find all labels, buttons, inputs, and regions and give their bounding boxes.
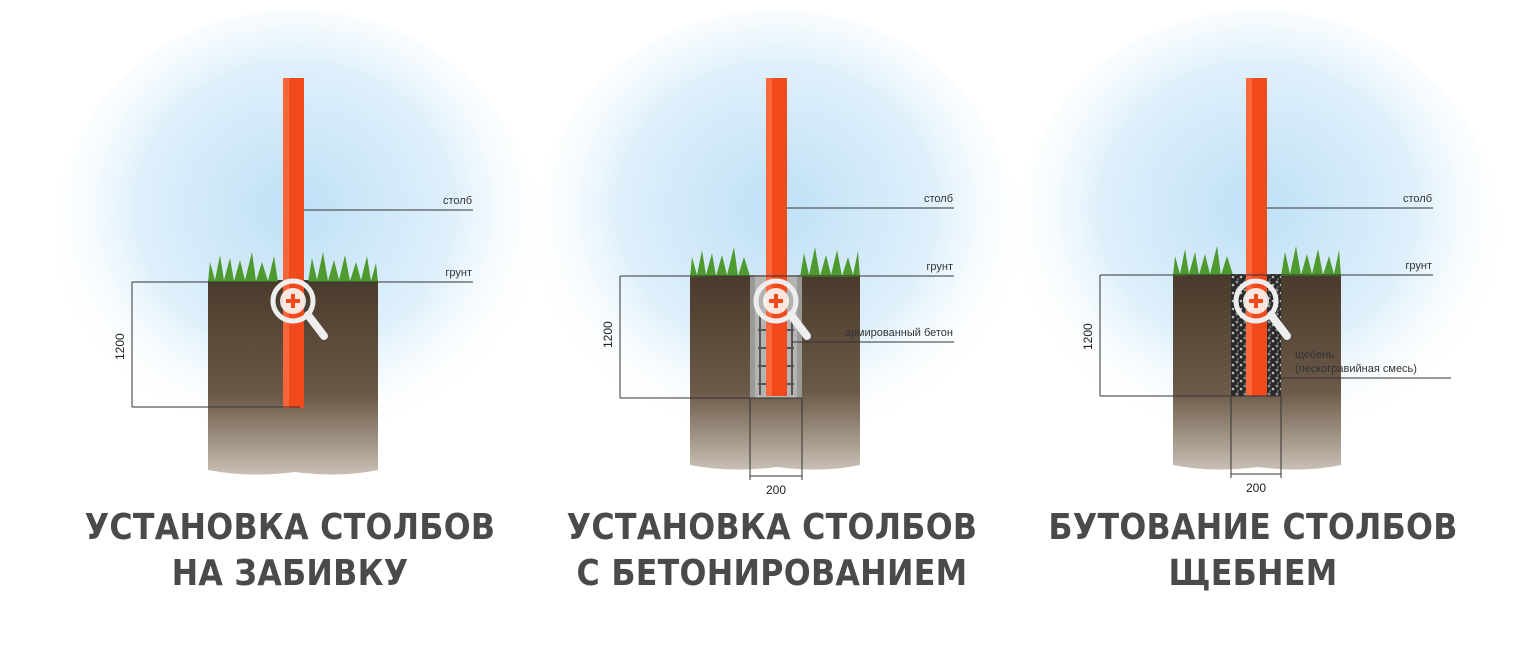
label-post: столб (924, 193, 953, 205)
panel-title: УСТАНОВКА СТОЛБОВ НА ЗАБИВКУ (70, 505, 510, 597)
post-highlight (766, 78, 772, 396)
title-line-1: БУТОВАНИЕ СТОЛБОВ (1048, 507, 1458, 548)
label-ground: грунт (926, 261, 953, 273)
diagram-driving: столб грунт 1200 (55, 10, 535, 475)
label-post: столб (443, 195, 472, 207)
panel-driving: столб грунт 1200 УСТАНОВКА СТОЛБОВ НА ЗА… (40, 0, 540, 652)
diagram-concreting: столб грунт армированный бетон 1200 200 (537, 10, 1017, 497)
panel-title: УСТАНОВКА СТОЛБОВ С БЕТОНИРОВАНИЕМ (552, 505, 992, 597)
title-line-2: С БЕТОНИРОВАНИЕМ (576, 553, 968, 594)
diagram-rubble: столб грунт щебень (пескогравийная смесь… (1018, 10, 1498, 495)
post-highlight (1246, 78, 1252, 396)
label-width: 200 (1246, 481, 1266, 495)
label-ground: грунт (445, 267, 472, 279)
panel-concreting: столб грунт армированный бетон 1200 200 … (522, 0, 1022, 652)
panel-rubble: столб грунт щебень (пескогравийная смесь… (1003, 0, 1503, 652)
grass (208, 252, 378, 282)
title-line-2: НА ЗАБИВКУ (171, 553, 409, 594)
label-fill: армированный бетон (845, 327, 953, 339)
zoom-in-icon[interactable] (1233, 278, 1291, 340)
label-width: 200 (766, 483, 786, 497)
zoom-in-icon[interactable] (753, 278, 811, 340)
label-fill-2: (пескогравийная смесь) (1295, 363, 1417, 375)
title-line-1: УСТАНОВКА СТОЛБОВ (566, 507, 978, 548)
label-ground: грунт (1405, 260, 1432, 272)
zoom-in-icon[interactable] (270, 278, 328, 340)
label-fill-1: щебень (1295, 349, 1334, 361)
title-line-1: УСТАНОВКА СТОЛБОВ (84, 507, 496, 548)
grass (690, 247, 860, 277)
grass (1173, 246, 1341, 276)
label-depth: 1200 (1081, 323, 1095, 350)
label-post: столб (1403, 193, 1432, 205)
title-line-2: ЩЕБНЕМ (1168, 553, 1338, 594)
post-highlight (283, 78, 289, 408)
label-depth: 1200 (601, 321, 615, 348)
panel-title: БУТОВАНИЕ СТОЛБОВ ЩЕБНЕМ (1033, 505, 1473, 597)
label-depth: 1200 (113, 333, 127, 360)
